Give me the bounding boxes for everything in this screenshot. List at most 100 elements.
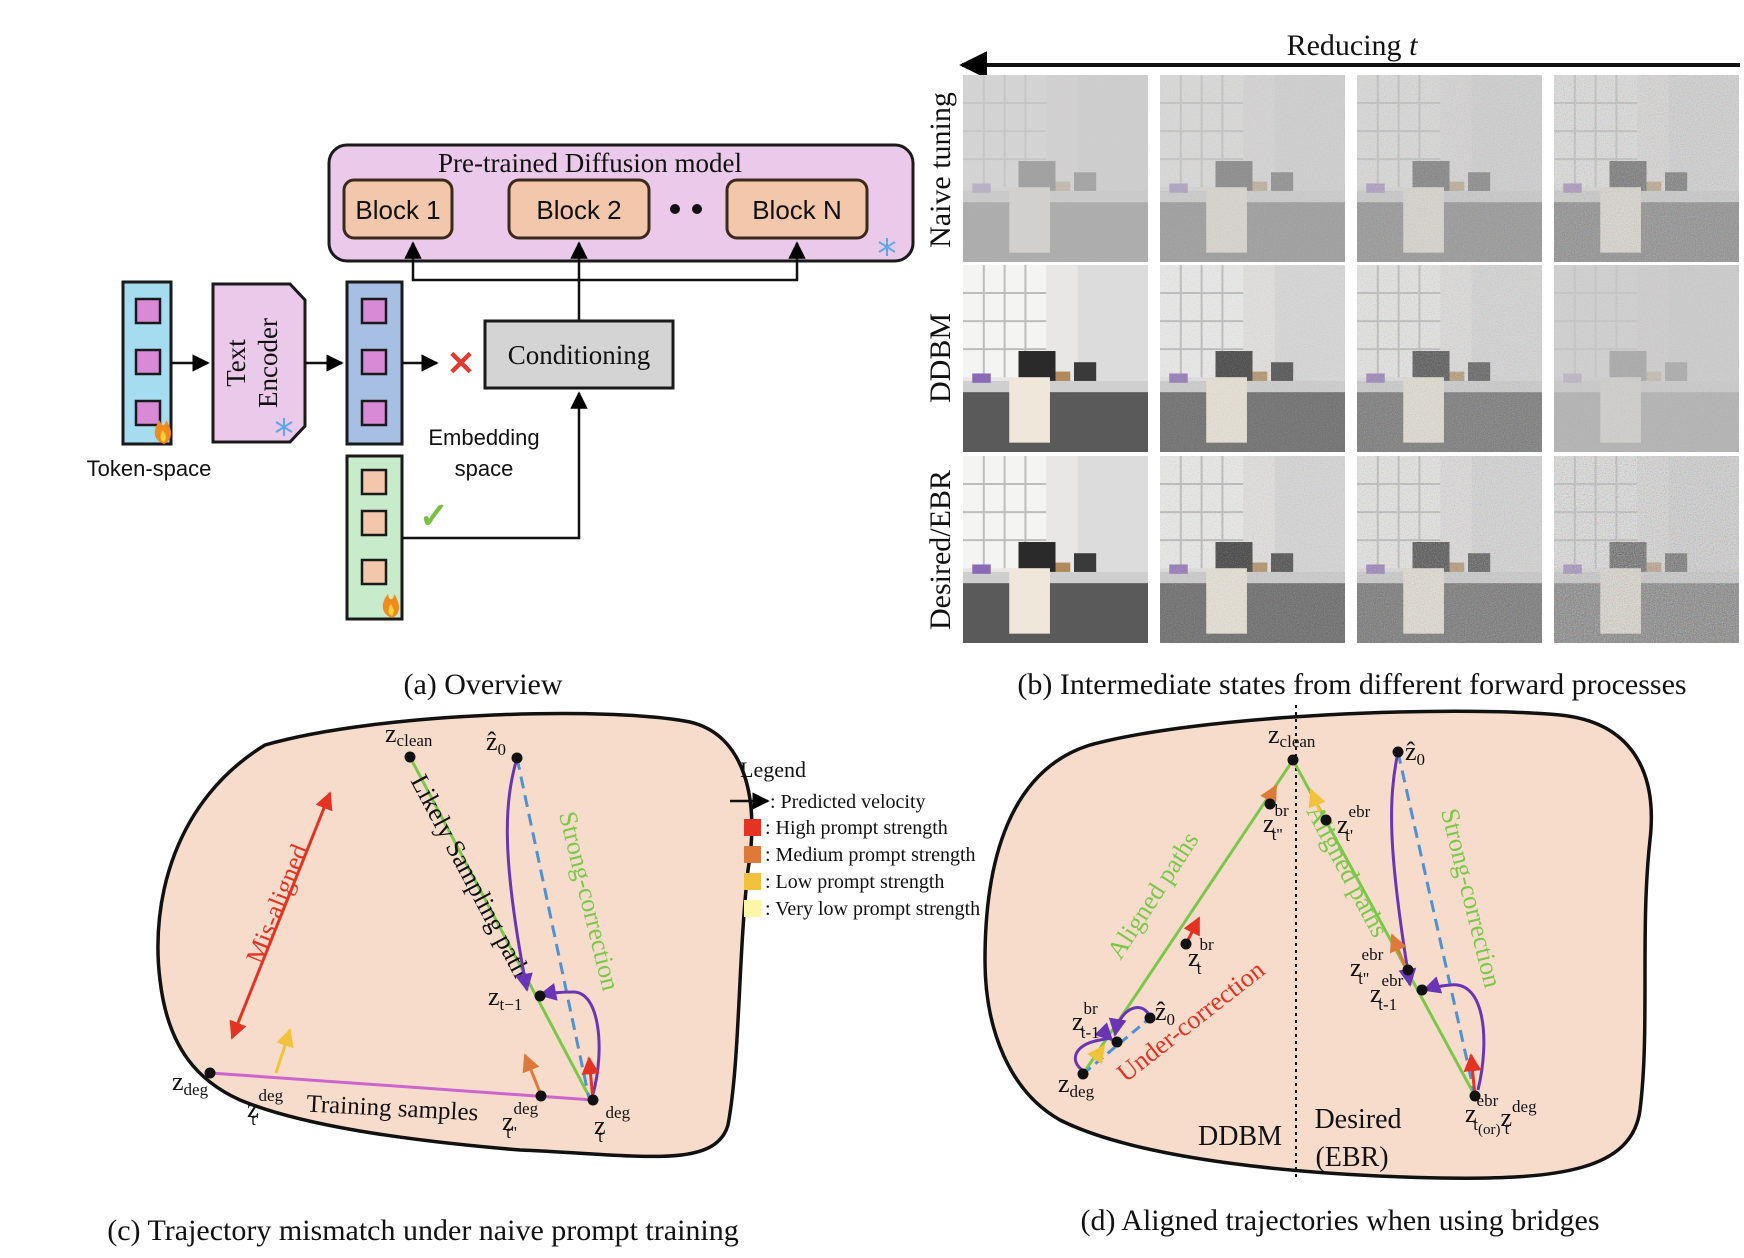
point-z0-hat-left: [1144, 1012, 1156, 1024]
point-z-clean: [1287, 754, 1299, 766]
token-space-label: Token-space: [87, 456, 212, 481]
thumbnail-image: [1554, 75, 1739, 262]
block-1: [342, 178, 454, 240]
ellipsis-dot: [670, 204, 680, 214]
thumbnail-image: [1357, 265, 1542, 452]
embedding-token: [360, 297, 388, 325]
strong-correction-line: [1396, 751, 1477, 1097]
conditioning-label: Conditioning: [508, 340, 651, 370]
thumbnail-image: [963, 456, 1148, 643]
medium-strength-arrow: [1389, 933, 1407, 967]
predicted-velocity-curve: [505, 757, 533, 992]
point-z-clean: [404, 751, 416, 763]
block-2-label: Block 2: [536, 195, 621, 225]
strong-correction-line: [515, 757, 591, 1099]
likely-sampling-path: [408, 756, 593, 1101]
embedding-to-conditioning-arrow: [402, 391, 588, 540]
thumbnail-image: [1160, 265, 1345, 452]
row-label-ebr: Desired/EBR: [924, 470, 957, 630]
high-strength-arrow: [1463, 1053, 1482, 1097]
thumbnail-image: [1160, 456, 1345, 643]
panel-b-caption: (b) Intermediate states from different f…: [1017, 668, 1686, 701]
point-z-t-minus-1: [534, 990, 546, 1002]
point-z0-hat: [1392, 746, 1404, 758]
flame-icon: [382, 594, 399, 618]
mis-aligned-arrow: [229, 791, 333, 1040]
legend-item-very-low: : Very low prompt strength: [765, 898, 980, 920]
reject-mark: ✕: [447, 345, 476, 383]
medium-strength-arrow: [522, 1053, 543, 1096]
under-correction-line: [1082, 1016, 1151, 1076]
snowflake-icon: [878, 238, 896, 256]
row-label-naive: Naive tuning: [924, 92, 957, 248]
reducing-t-label: Reducing t: [1287, 29, 1418, 62]
token: [134, 348, 162, 376]
thumbnail-image: [1554, 265, 1739, 452]
desired-label: Desired: [1314, 1104, 1401, 1135]
flame-icon: [154, 420, 171, 444]
panel-b-intermediate-states: Reducing t Naive tuning DDBM Desired/EBR…: [924, 29, 1740, 701]
label-z-clean: zclean: [385, 719, 433, 750]
embedding-space-line2: space: [455, 456, 514, 481]
low-strength-arrow: [1308, 788, 1326, 813]
panel-c-trajectory-mismatch: Mis-aligned Likely Sampling path Strong-…: [107, 711, 754, 1247]
accept-mark: ✓: [419, 495, 449, 536]
low-strength-arrow: [1087, 1044, 1106, 1065]
point-z0-hat: [511, 752, 523, 764]
point-z-tpp-br: [1264, 798, 1276, 810]
label-z0-hat: ẑ0: [1405, 737, 1425, 769]
block-n: [725, 178, 869, 240]
thumbnail-image: [1160, 75, 1345, 262]
low-strength-arrow: [274, 1028, 294, 1074]
image-grid: [963, 75, 1739, 643]
legend-item-high: : High prompt strength: [765, 817, 948, 839]
learned-embedding-token: [360, 468, 388, 496]
token: [134, 399, 162, 427]
text-encoder-line1: Text: [221, 339, 251, 387]
conditioning-to-blocks-connectors: [404, 241, 806, 321]
panel-a-overview: Pre-trained Diffusion model Block 1 Bloc…: [87, 143, 915, 701]
embedding-space-line1: Embedding: [428, 425, 539, 450]
label-z-clean: zclean: [1268, 720, 1316, 751]
legend-swatch-medium: [744, 846, 761, 863]
point-z-tm1-ebr: [1416, 984, 1428, 996]
token: [134, 297, 162, 325]
ebr-label: (EBR): [1315, 1142, 1388, 1173]
embedding-token: [360, 399, 388, 427]
point-z-tpp: [535, 1090, 547, 1102]
thumbnail-image: [1357, 75, 1542, 262]
point-z-deg: [204, 1067, 216, 1079]
label-z-deg: zdeg: [1058, 1069, 1095, 1101]
predicted-velocity-curve: [1073, 1022, 1114, 1074]
block-2: [507, 178, 651, 240]
latent-space-blob: [983, 709, 1654, 1180]
point-z-tp-ebr: [1320, 814, 1332, 826]
thumbnail-image: [963, 75, 1148, 262]
label-z-deg: zdeg: [172, 1067, 209, 1099]
legend-swatch-low: [744, 873, 761, 890]
legend-item-velocity: : Predicted velocity: [770, 791, 926, 813]
snowflake-icon: [275, 418, 293, 436]
learned-embedding-token: [360, 558, 388, 586]
panel-c-caption: (c) Trajectory mismatch under naive prom…: [107, 1214, 739, 1247]
legend-item-medium: : Medium prompt strength: [765, 844, 976, 866]
legend-swatch-high: [744, 819, 761, 836]
text-encoder-line2: Encoder: [253, 318, 283, 408]
thumbnail-image: [963, 265, 1148, 452]
row-label-ddbm: DDBM: [924, 313, 957, 403]
legend: Legend : Predicted velocity : High promp…: [730, 757, 980, 920]
pretrained-model-title: Pre-trained Diffusion model: [438, 148, 742, 178]
training-samples-line: [209, 1071, 594, 1102]
legend-title: Legend: [740, 757, 806, 782]
text-encoder-box: [211, 282, 307, 444]
point-z-t-ebr: [1469, 1090, 1481, 1102]
